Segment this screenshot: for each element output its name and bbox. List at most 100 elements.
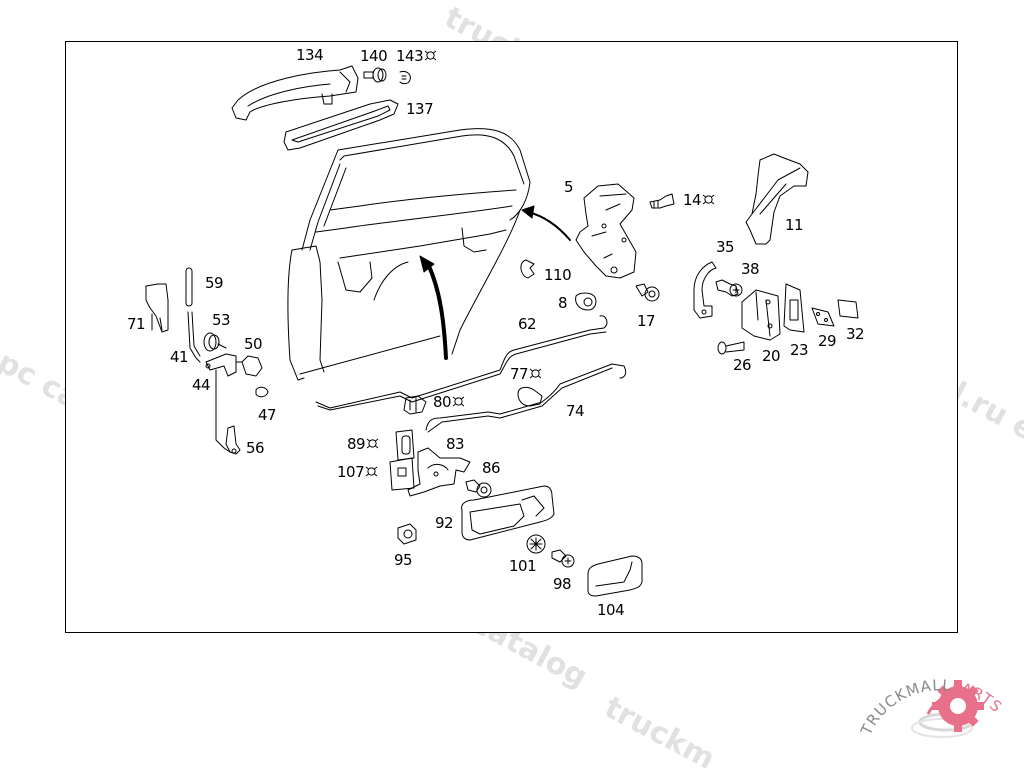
part-label-83[interactable]: 83 [446,437,465,452]
note-marker-icon [365,466,378,477]
label-text: 38 [741,260,760,278]
part-label-59[interactable]: 59 [205,276,224,291]
part-53-bushing[interactable] [203,332,227,352]
part-label-134[interactable]: 134 [296,48,324,63]
part-110-clip[interactable] [520,259,535,279]
part-label-26[interactable]: 26 [733,356,752,374]
label-text: 11 [785,216,804,234]
part-140-plug[interactable] [363,67,387,83]
label-text: 137 [406,100,434,118]
part-56-link[interactable] [225,425,241,455]
part-41-rod[interactable] [187,311,201,363]
label-text: 26 [733,356,752,374]
part-50-clip[interactable] [235,355,263,377]
truckmallparts-logo: TRUCKMALLPARTS [857,650,1024,750]
part-98-screw[interactable] [551,549,575,568]
note-marker-icon [452,396,465,407]
part-11-lock-cover[interactable] [745,153,809,245]
part-74-rod[interactable] [425,363,627,433]
part-label-14[interactable]: 14 [683,193,715,208]
part-143-clip[interactable] [399,71,411,85]
part-label-5[interactable]: 5 [564,180,574,195]
part-32-buffer[interactable] [837,299,859,319]
part-104-trim[interactable] [587,555,643,597]
part-label-50[interactable]: 50 [244,337,263,352]
part-label-104[interactable]: 104 [597,601,625,619]
part-label-137[interactable]: 137 [406,100,434,118]
part-23-plate[interactable] [783,283,805,333]
label-text: 110 [544,266,572,284]
label-text: 86 [482,459,501,477]
part-71-bracket[interactable] [145,283,169,333]
part-label-17[interactable]: 17 [637,312,656,330]
note-icon [424,49,437,61]
part-label-38[interactable]: 38 [741,260,760,278]
part-door-shell [287,128,531,381]
part-59-pin[interactable] [185,267,193,307]
part-label-47[interactable]: 47 [258,408,277,423]
part-137-gasket[interactable] [283,99,399,151]
note-icon [529,367,542,379]
part-20-striker[interactable] [741,289,781,341]
part-29-shim[interactable] [811,307,835,327]
part-35-strap[interactable] [693,261,717,319]
label-text: 107 [337,463,365,481]
part-92-handle-bezel[interactable] [461,485,555,541]
label-text: 17 [637,312,656,330]
part-label-140[interactable]: 140 [360,49,388,64]
part-label-44[interactable]: 44 [192,378,211,393]
part-26-screw[interactable] [717,341,745,355]
part-38-screw[interactable] [715,279,743,297]
part-77-clip[interactable] [517,386,543,407]
label-text: 14 [683,191,702,209]
note-marker-icon [529,368,542,379]
part-label-71[interactable]: 71 [127,317,146,332]
label-text: 32 [846,325,865,343]
part-label-80[interactable]: 80 [433,395,465,410]
label-text: 89 [347,435,366,453]
label-text: 98 [553,575,572,593]
part-label-23[interactable]: 23 [790,343,809,358]
part-80-clip[interactable] [403,395,427,415]
part-label-95[interactable]: 95 [394,553,413,568]
part-label-77[interactable]: 77 [510,367,542,382]
part-62-rod[interactable] [315,315,608,411]
part-95-nut[interactable] [397,523,417,545]
part-label-62[interactable]: 62 [518,317,537,332]
part-label-74[interactable]: 74 [566,404,585,419]
part-44-lever[interactable] [205,353,237,453]
label-text: 20 [762,347,781,365]
label-text: 101 [509,557,537,575]
part-83-inner-handle[interactable] [407,447,471,497]
part-134-outer-handle[interactable] [231,65,359,121]
part-label-32[interactable]: 32 [846,325,865,343]
part-47-clip[interactable] [255,386,269,398]
label-text: 104 [597,601,625,619]
part-label-98[interactable]: 98 [553,575,572,593]
part-8-grommet[interactable] [575,292,597,311]
part-label-107[interactable]: 107 [337,465,378,480]
part-label-53[interactable]: 53 [212,313,231,328]
part-label-92[interactable]: 92 [435,516,454,531]
part-101-cap[interactable] [526,534,546,554]
part-label-86[interactable]: 86 [482,459,501,477]
part-label-101[interactable]: 101 [509,557,537,575]
part-label-89[interactable]: 89 [347,437,379,452]
label-text: 41 [170,348,189,366]
part-label-35[interactable]: 35 [716,240,735,255]
part-86-screw[interactable] [465,479,492,498]
part-14-screw[interactable] [649,193,675,209]
part-label-56[interactable]: 56 [246,441,265,456]
part-label-29[interactable]: 29 [818,332,837,350]
part-label-11[interactable]: 11 [785,216,804,234]
part-label-20[interactable]: 20 [762,347,781,365]
part-89-clip[interactable] [395,429,415,461]
part-label-41[interactable]: 41 [170,348,189,366]
part-label-8[interactable]: 8 [558,296,568,311]
part-17-bolt[interactable] [635,283,660,302]
part-label-110[interactable]: 110 [544,266,572,284]
label-text: 29 [818,332,837,350]
part-label-143[interactable]: 143 [396,49,437,64]
part-5-door-lock[interactable] [575,183,637,279]
part-107-plate[interactable] [389,457,415,491]
